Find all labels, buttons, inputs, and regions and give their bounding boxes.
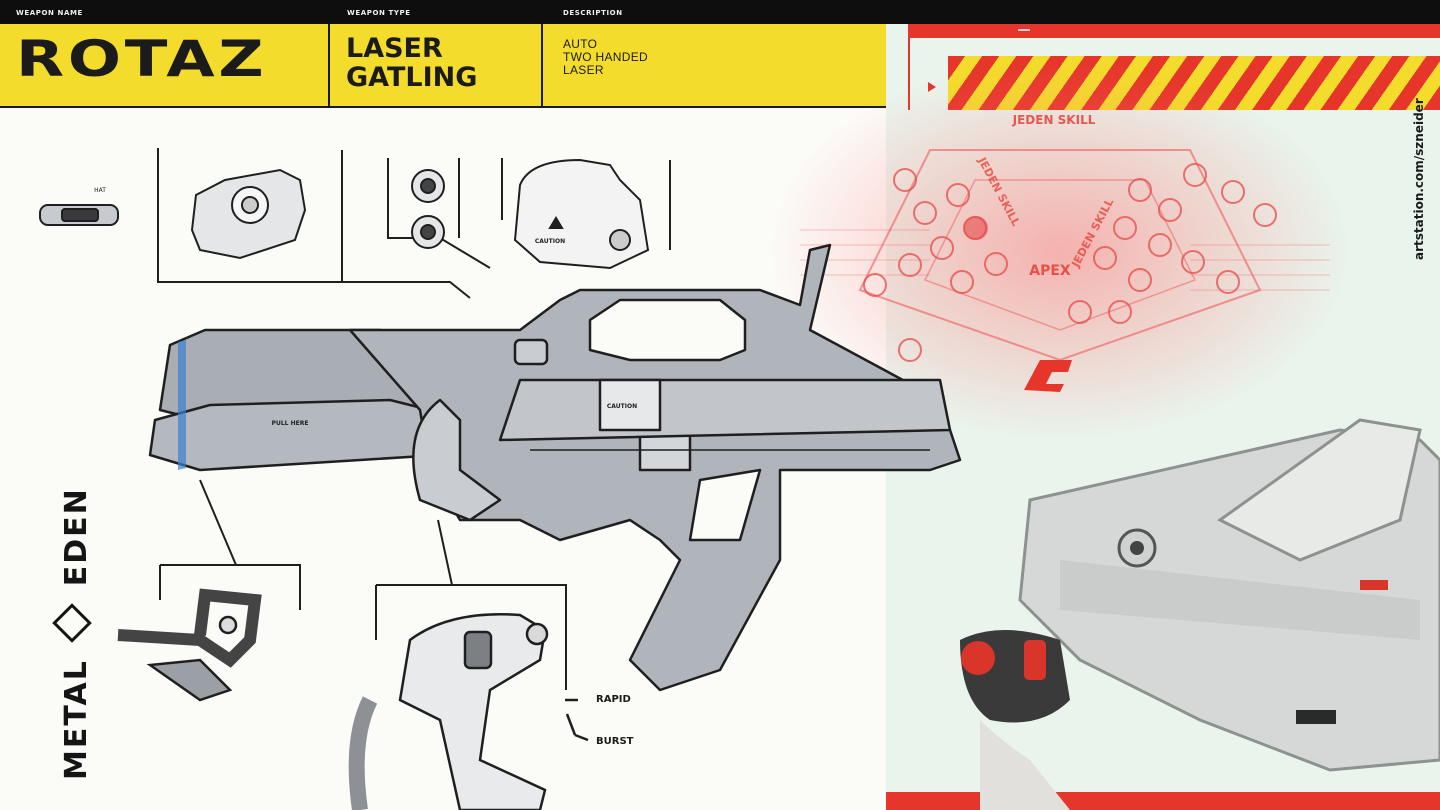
header-divider [541, 24, 543, 106]
detail-sketch-slider [39, 204, 119, 226]
logo-word: EDEN [59, 487, 94, 587]
top-bar [0, 0, 1440, 24]
weapon-name-label: WEAPON NAME [16, 9, 83, 17]
gun-render-closeup [960, 418, 1440, 810]
logo-word: METAL [59, 659, 94, 780]
caution-label: CAUTION [535, 238, 565, 245]
hud-line [908, 38, 910, 110]
weapon-description: AUTO TWO HANDED LASER [563, 38, 648, 77]
detail-sketch-trigger-guard [117, 588, 262, 702]
apex-logo-icon [1024, 360, 1072, 392]
hud-arrow-icon [928, 82, 936, 92]
description-line: TWO HANDED [563, 50, 648, 64]
detail-sketch-scope [190, 168, 445, 260]
weapon-type-line: LASER [346, 33, 443, 64]
description-line: LASER [563, 63, 604, 77]
detail-sketch-grip [348, 613, 589, 810]
hat-label: HAT [94, 187, 106, 194]
render-decal [1296, 710, 1336, 724]
logo-emblem-icon [52, 602, 92, 643]
description-label: DESCRIPTION [563, 9, 623, 17]
skill-tree-center-label: APEX [1029, 263, 1071, 279]
skill-tree-hologram [770, 60, 1350, 440]
pull-here-label: PULL HERE [272, 420, 309, 427]
burst-callout: BURST [596, 736, 634, 747]
header-panel [0, 24, 908, 108]
weapon-name: ROTAZ [16, 30, 268, 88]
rapid-callout: RAPID [596, 694, 631, 705]
hud-strip-top [908, 24, 1440, 38]
artist-credit: artstation.com/szneider [1412, 98, 1426, 260]
header-divider [328, 24, 330, 106]
description-line: AUTO [563, 37, 598, 51]
weapon-type-line: GATLING [346, 62, 478, 93]
main-gun-sketch [148, 243, 962, 692]
detail-sketch-canister [513, 158, 650, 270]
weapon-type-label: WEAPON TYPE [347, 9, 411, 17]
game-logo: METAL EDEN [52, 487, 94, 780]
skill-tree-title: JEDEN SKILL [1012, 113, 1096, 127]
weapon-type: LASER GATLING [346, 34, 477, 92]
caution-label: CAUTION [607, 403, 637, 410]
